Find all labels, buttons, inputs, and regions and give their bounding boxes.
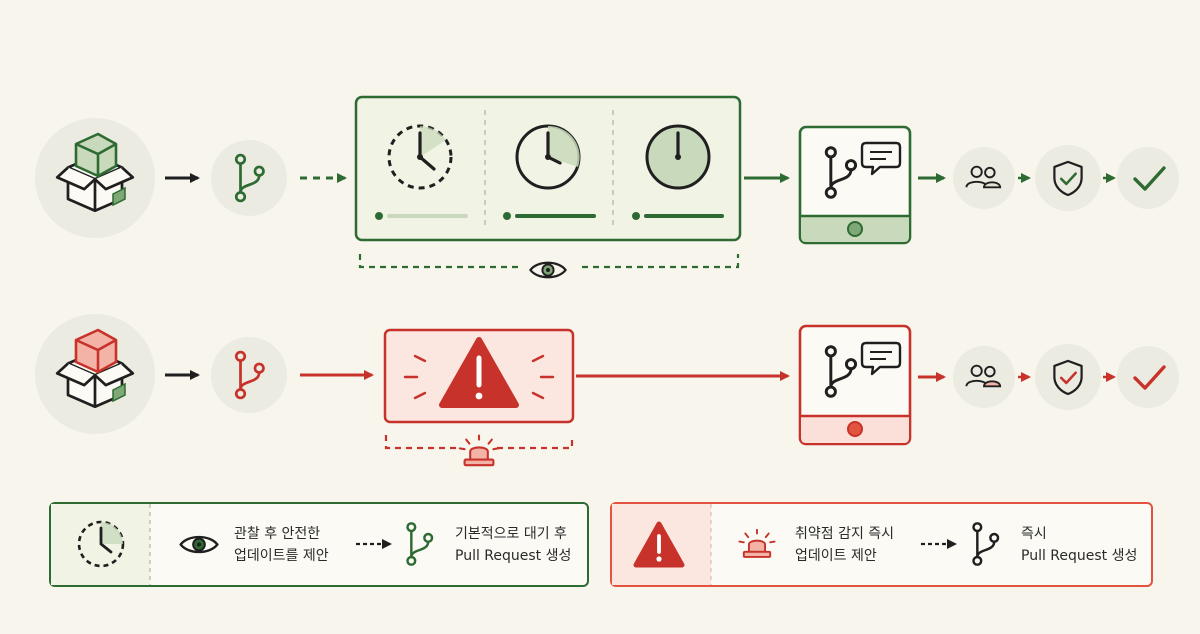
users-icon <box>953 346 1015 408</box>
legend-vuln-siren-text: 취약점 감지 즉시 업데이트 제안 <box>795 526 895 564</box>
check-icon <box>1117 346 1179 408</box>
clock-icon <box>387 124 453 190</box>
pull-request-icon <box>798 125 912 245</box>
vulnerability-flow-row <box>35 314 1179 467</box>
eye-icon <box>529 261 567 279</box>
legend-safe <box>49 502 589 587</box>
clock-icon <box>515 124 581 190</box>
legend-vulnerability <box>610 502 1153 587</box>
progress-bar <box>632 212 724 220</box>
shield-check-icon <box>1035 344 1101 410</box>
git-branch-icon <box>211 337 287 413</box>
clock-icon <box>645 124 711 190</box>
chat-bubble-icon <box>860 141 902 176</box>
package-icon <box>35 118 155 238</box>
legend-safe-eye-text: 관찰 후 안전한 업데이트를 제안 <box>234 526 329 564</box>
clock-icon <box>77 520 125 568</box>
legend-vuln-branch-text: 즉시 Pull Request 생성 <box>1021 526 1138 564</box>
warning-triangle-icon <box>633 521 685 568</box>
chat-bubble-icon <box>860 341 902 376</box>
pull-request-icon <box>798 324 912 446</box>
git-branch-icon <box>211 140 287 216</box>
warning-triangle-icon <box>439 337 519 408</box>
safe-flow-row <box>35 95 1179 279</box>
shield-check-icon <box>1035 145 1101 211</box>
package-icon <box>35 314 155 434</box>
legend-safe-branch-text: 기본적으로 대기 후 Pull Request 생성 <box>455 526 572 564</box>
siren-icon <box>458 434 500 467</box>
progress-bar <box>503 212 596 220</box>
users-icon <box>953 147 1015 209</box>
progress-bar <box>375 212 468 220</box>
check-icon <box>1117 147 1179 209</box>
